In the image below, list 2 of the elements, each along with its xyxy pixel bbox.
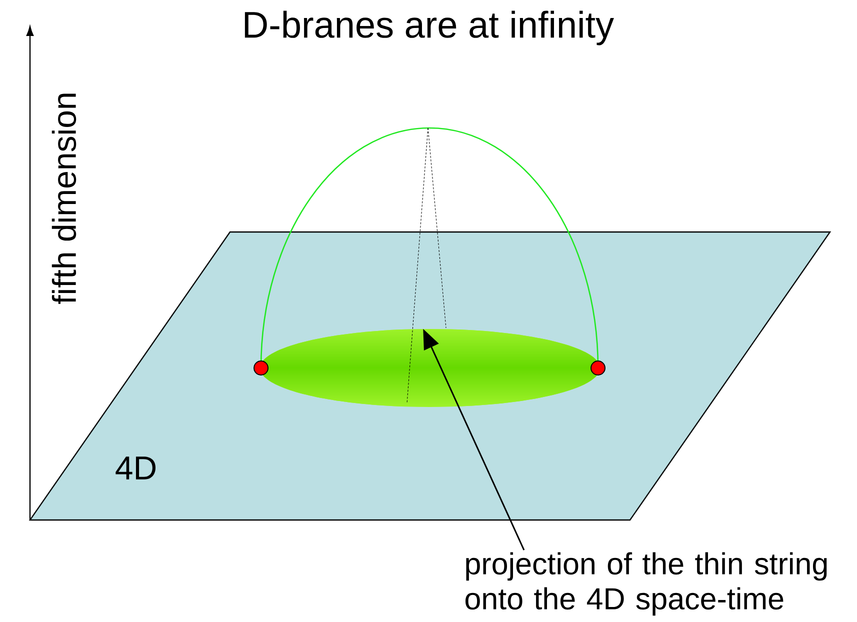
caption-text: projection of the thin string onto the 4D space-time: [466, 552, 827, 616]
title: D-branes are at infinity: [244, 10, 614, 46]
